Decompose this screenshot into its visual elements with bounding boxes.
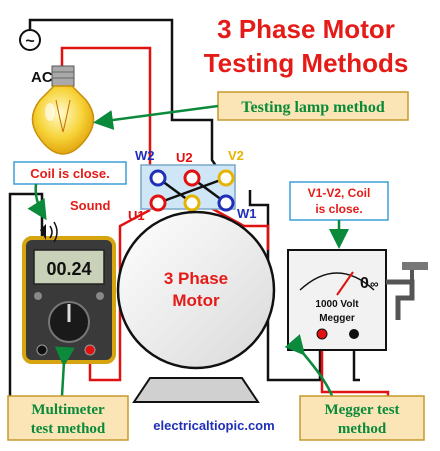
speaker-icon <box>40 221 58 243</box>
megger-label-line-1: 1000 Volt <box>315 299 359 310</box>
terminal-label-u1: U1 <box>128 208 145 223</box>
v1v2-callout: V1-V2, Coil is close. <box>289 181 389 249</box>
megger-icon: 0 ∞ 1000 Volt Megger <box>287 249 428 351</box>
multimeter-label-line-1: Multimeter <box>31 402 105 418</box>
megger-label-line-2: method <box>338 421 387 437</box>
website-label: electricaltiopic.com <box>153 418 274 433</box>
multimeter-display <box>33 249 105 285</box>
motor-label-line-1: 3 Phase <box>164 269 228 288</box>
terminal-v2 <box>217 169 235 187</box>
terminal-label-w2: W2 <box>135 148 155 163</box>
lamp-wire-red <box>60 46 152 210</box>
terminal-w2 <box>149 169 167 187</box>
v1v2-label-line-1: V1-V2, Coil <box>308 186 371 200</box>
megger-scale-zero: 0 <box>360 275 369 292</box>
testing-lamp-label: Testing lamp method <box>241 99 385 116</box>
terminal-box <box>140 164 236 212</box>
megger-label-box <box>299 395 425 441</box>
ac-symbol: ~ <box>25 33 34 50</box>
multimeter-port-com <box>36 344 48 356</box>
title-line-1: 3 Phase Motor <box>217 14 395 44</box>
lamp-wire-black <box>28 18 234 191</box>
terminal-w1 <box>217 194 235 212</box>
motor-label-line-2: Motor <box>172 291 220 310</box>
terminal-label-v2: V2 <box>228 148 244 163</box>
megger-scale-infinity: ∞ <box>370 277 379 291</box>
motor-base <box>132 377 260 403</box>
multimeter-reading: 00.24 <box>46 259 91 279</box>
coil-close-label: Coil is close. <box>30 166 109 181</box>
coil-close-callout: Coil is close. <box>13 161 127 221</box>
title-line-2: Testing Methods <box>204 48 409 78</box>
megger-scale <box>299 272 375 291</box>
motor-body <box>116 210 276 370</box>
motor-icon: 3 Phase Motor <box>116 210 276 403</box>
multimeter-arrow <box>54 346 75 397</box>
ac-source-icon <box>19 29 41 51</box>
title: 3 Phase Motor Testing Methods <box>204 14 409 78</box>
megger-label-line-2: Megger <box>319 313 355 324</box>
terminal-u2 <box>183 169 201 187</box>
terminal-v1 <box>183 194 201 212</box>
megger-body <box>287 249 387 351</box>
megger-crank-handle <box>402 262 428 270</box>
ac-label: AC <box>31 69 53 86</box>
v1v2-label-line-2: is close. <box>315 202 362 216</box>
megger-label-group: Megger test method <box>284 334 425 441</box>
v1-wire-red <box>210 206 270 250</box>
v1v2-box <box>289 181 389 221</box>
multimeter-wire-red <box>88 208 151 382</box>
megger-port-red <box>316 328 328 340</box>
terminal-label-w1: W1 <box>237 206 257 221</box>
coil-close-box <box>13 161 127 185</box>
megger-needle <box>336 271 354 296</box>
terminal-u1 <box>149 194 167 212</box>
testing-lamp-arrow <box>93 104 219 130</box>
multimeter-label-group: Multimeter test method <box>7 346 129 441</box>
terminal-label-u2: U2 <box>176 150 193 165</box>
coil-close-arrow <box>27 183 47 221</box>
megger-port-black <box>349 329 359 339</box>
testing-lamp-callout: Testing lamp method <box>93 91 409 130</box>
megger-lead-black <box>352 337 360 382</box>
testing-lamp-label-box <box>217 91 409 121</box>
multimeter-label-box <box>7 395 129 441</box>
megger-arrow <box>284 334 334 397</box>
multimeter-label-line-2: test method <box>31 421 106 437</box>
megger-label-line-1: Megger test <box>324 402 399 418</box>
multimeter-port-v <box>84 344 96 356</box>
light-bulb-icon <box>31 65 95 155</box>
multimeter-icon: 00.24 <box>22 236 116 364</box>
sound-label: Sound <box>70 198 110 213</box>
terminal-link-3 <box>157 176 227 205</box>
megger-crank <box>386 279 415 320</box>
ac-source: ~ AC <box>19 29 53 86</box>
